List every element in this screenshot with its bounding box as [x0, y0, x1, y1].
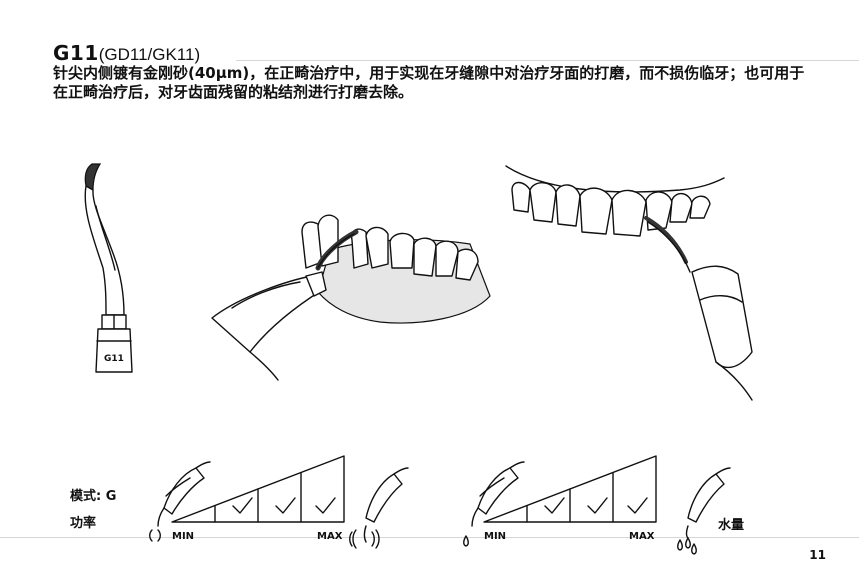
upper-teeth-illustration — [505, 165, 753, 401]
handpiece-icon-left — [157, 461, 211, 527]
power-max-label: MAX — [317, 531, 343, 542]
vibration-icon — [149, 529, 153, 542]
power-min-label: MIN — [172, 531, 195, 542]
page-number: 11 — [809, 548, 826, 562]
checkmark-icon — [544, 497, 565, 514]
handpiece-icon-right — [349, 467, 409, 549]
scaler-tip-illustration: G11 — [84, 163, 133, 373]
lower-jaw-illustration — [211, 214, 491, 381]
power-label: 功率 — [70, 516, 97, 531]
mode-label: 模式: G — [70, 489, 117, 504]
water-drop-icon — [677, 539, 683, 551]
handpiece-icon-water-right — [677, 467, 731, 555]
tip-code: G11 — [53, 41, 99, 65]
checkmark-icon — [587, 497, 608, 514]
vibration-icon — [349, 531, 353, 547]
checkmark-icon — [232, 497, 253, 514]
water-min-label: MIN — [484, 531, 507, 542]
water-max-label: MAX — [629, 531, 655, 542]
water-drop-icon — [463, 535, 469, 547]
power-scale — [149, 455, 345, 542]
handpiece-icon-water-left — [463, 461, 525, 547]
tip-description: 针尖内侧镀有金刚砂(40μm)，在正畸治疗中，用于实现在牙缝隙中对治疗牙面的打磨… — [53, 64, 805, 101]
tip-engraving: G11 — [104, 354, 124, 364]
checkmark-icon — [275, 497, 296, 514]
checkmark-icon — [315, 497, 336, 514]
tip-variants: (GD11/GK11) — [98, 45, 201, 64]
checkmark-icon — [627, 497, 648, 514]
water-label: 水量 — [718, 518, 745, 533]
page-title: G11(GD11/GK11) — [53, 41, 200, 65]
footer-rule — [0, 537, 859, 538]
water-scale — [483, 455, 657, 523]
header-rule — [236, 60, 859, 61]
